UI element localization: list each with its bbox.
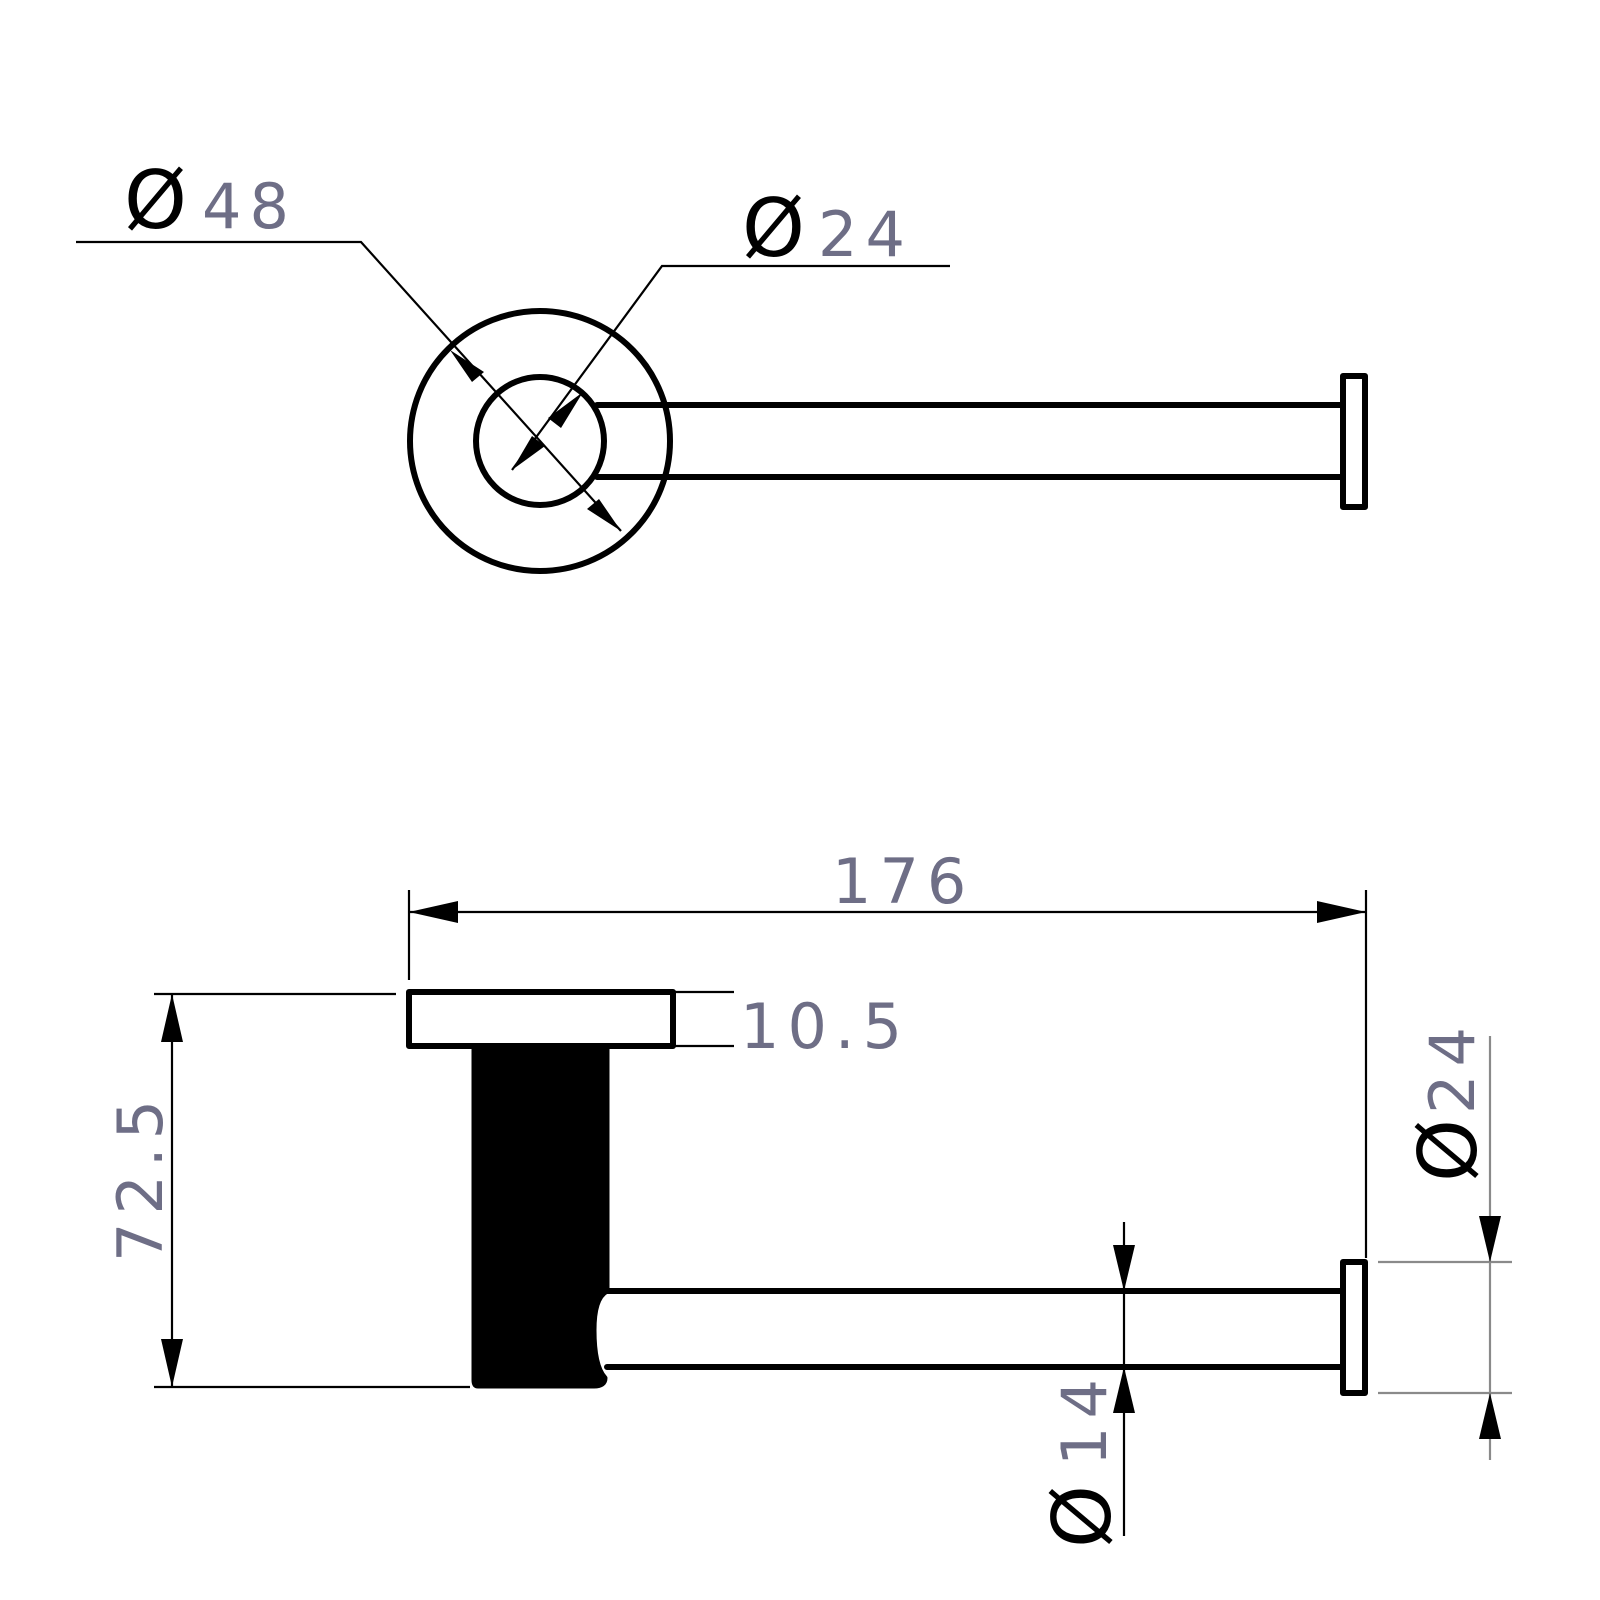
- side-end-cap: [1340, 1259, 1368, 1396]
- side-view: 176 10.5 72.5 Ø 14 Ø 24: [104, 845, 1512, 1548]
- top-view: Ø 48 Ø 24: [76, 154, 1368, 574]
- rod-diameter-arrow-bottom: [1113, 1367, 1135, 1413]
- end-cap-diameter-label: 24: [1416, 1019, 1489, 1114]
- overall-length-label: 176: [832, 845, 974, 918]
- post-circle: [473, 374, 607, 508]
- diameter-24-arrow-b: [512, 436, 545, 470]
- height-arrow-bottom: [161, 1339, 183, 1387]
- top-end-cap: [1340, 373, 1368, 510]
- base-thickness-label: 10.5: [740, 990, 910, 1063]
- overall-height-label: 72.5: [104, 1092, 177, 1262]
- length-arrow-right: [1317, 901, 1366, 923]
- height-arrow-top: [161, 994, 183, 1042]
- diameter-24-arrow-a: [548, 392, 583, 428]
- side-rod: [604, 1288, 1346, 1370]
- base-diameter-label: 48: [202, 170, 297, 243]
- diameter-symbol-24: Ø: [742, 182, 805, 275]
- diameter-24-leader: [511, 264, 950, 471]
- base-flange-circle: [407, 308, 673, 574]
- top-rod: [594, 402, 1346, 480]
- cap-diameter-arrow-top: [1479, 1216, 1501, 1262]
- diameter-symbol-cap: Ø: [1402, 1119, 1495, 1182]
- rod-diameter-label: 14: [1048, 1371, 1121, 1466]
- base-plate: [406, 989, 676, 1049]
- diameter-48-arrow-outer: [450, 350, 484, 382]
- length-arrow-left: [409, 901, 458, 923]
- post-solid: [471, 1046, 610, 1389]
- cap-diameter-arrow-bottom: [1479, 1393, 1501, 1439]
- diameter-symbol-14: Ø: [1036, 1485, 1129, 1548]
- diameter-48-leader: [76, 240, 622, 532]
- diameter-48-arrow-inner: [587, 499, 621, 531]
- diameter-symbol-48: Ø: [124, 154, 187, 247]
- post-diameter-label: 24: [818, 198, 913, 271]
- rod-diameter-arrow-top: [1113, 1245, 1135, 1291]
